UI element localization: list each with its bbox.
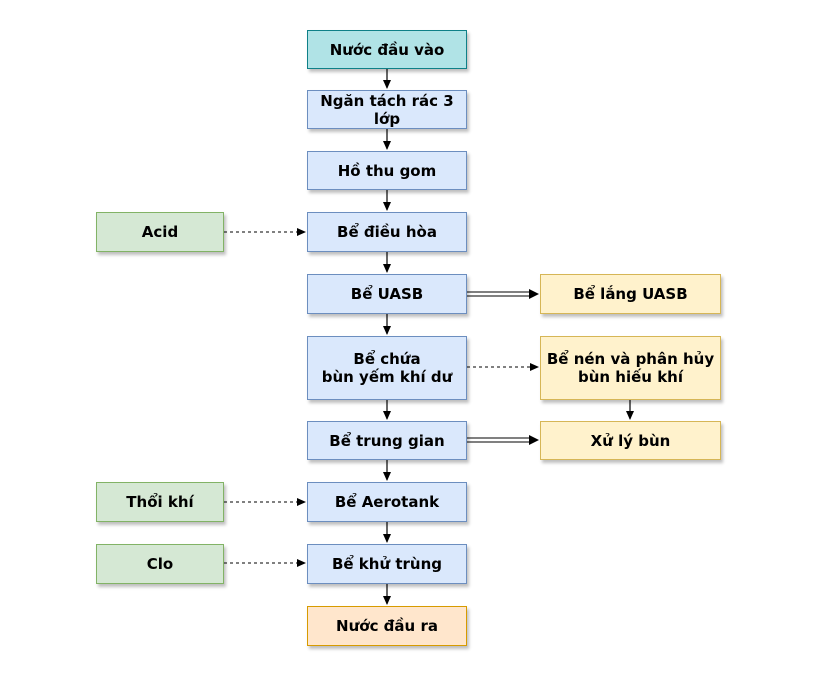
node-collection-pit: Hồ thu gom <box>307 151 467 190</box>
node-disinfection-tank: Bể khử trùng <box>307 544 467 584</box>
node-intermediate-tank: Bể trung gian <box>307 421 467 460</box>
arrow-uasb-to-settling-head <box>529 289 539 299</box>
node-anaerobic-sludge-tank: Bể chứa bùn yếm khí dư <box>307 336 467 400</box>
node-sludge-treatment: Xử lý bùn <box>540 421 721 460</box>
node-input-water: Nước đầu vào <box>307 30 467 69</box>
node-uasb-tank: Bể UASB <box>307 274 467 314</box>
node-uasb-settling: Bể lắng UASB <box>540 274 721 314</box>
node-equalization-tank: Bể điều hòa <box>307 212 467 252</box>
node-aerotank: Bể Aerotank <box>307 482 467 522</box>
node-aeration: Thổi khí <box>96 482 224 522</box>
node-aerobic-digester: Bể nén và phân hủy bùn hiếu khí <box>540 336 721 400</box>
node-trash-screen: Ngăn tách rác 3 lớp <box>307 90 467 129</box>
node-chlorine: Clo <box>96 544 224 584</box>
node-output-water: Nước đầu ra <box>307 606 467 646</box>
node-acid: Acid <box>96 212 224 252</box>
arrow-intermediate-to-treatment-head <box>529 435 539 445</box>
